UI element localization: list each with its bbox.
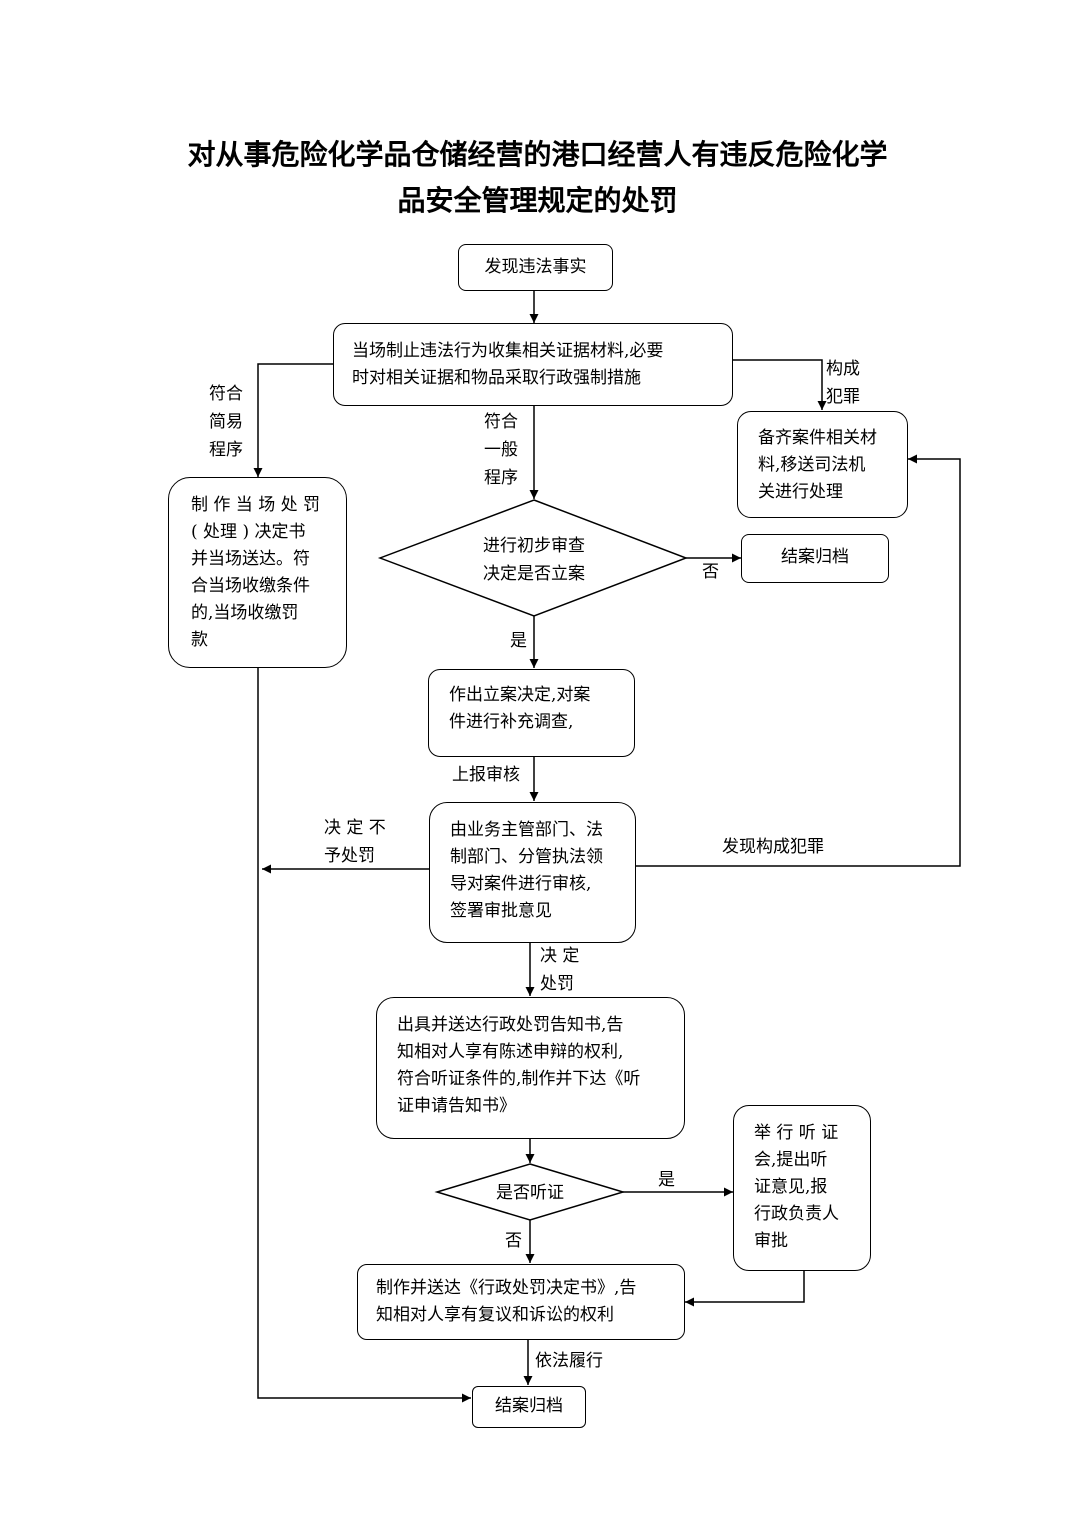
label-found-crime: 发现构成犯罪 (722, 837, 824, 857)
decision-hearing-text: 是否听证 (496, 1183, 564, 1203)
arrow-stop-to-onsite (253, 363, 333, 477)
page-title: 对从事危险化学品仓储经营的港口经营人有违反危险化学 品安全管理规定的处罚 (0, 132, 1075, 224)
arrow-stop-to-transfer (733, 359, 827, 410)
title-line-1: 对从事危险化学品仓储经营的港口经营人有违反危险化学 (187, 138, 888, 171)
node-transfer: 备齐案件相关材 料,移送司法机 关进行处理 (737, 411, 908, 518)
node-decision-doc: 制作并送达《行政处罚决定书》,告 知相对人享有复议和诉讼的权利 (357, 1264, 685, 1340)
title-line-2: 品安全管理规定的处罚 (397, 184, 678, 217)
decision-diamond-hearing (434, 1163, 626, 1221)
label-decide-penalty: 决 定 处罚 (540, 946, 580, 994)
label-crime: 构成 犯罪 (826, 359, 860, 407)
node-notice: 出具并送达行政处罚告知书,告 知相对人享有陈述申辩的权利, 符合听证条件的,制作… (376, 997, 685, 1139)
label-no-penalty: 决 定 不 予处罚 (324, 818, 386, 866)
label-no-1: 否 (702, 562, 719, 582)
node-stop-collect: 当场制止违法行为收集相关证据材料,必要 时对相关证据和物品采取行政强制措施 (333, 323, 733, 406)
node-discover: 发现违法事实 (458, 244, 613, 291)
label-simple: 符合 简易 程序 (209, 384, 243, 460)
label-report: 上报审核 (452, 765, 520, 785)
decision-diamond-prelim (377, 499, 689, 617)
label-yes-1: 是 (510, 631, 527, 651)
decision-prelim-text: 进行初步审查 决定是否立案 (483, 536, 585, 584)
node-hearing: 举 行 听 证 会,提出听 证意见,报 行政负责人 审批 (733, 1105, 871, 1271)
label-yes-2: 是 (658, 1170, 675, 1190)
node-close-case-1: 结案归档 (741, 534, 889, 583)
arrow-hearing-to-doc (685, 1271, 805, 1307)
label-enforce: 依法履行 (535, 1351, 603, 1371)
node-onsite-penalty: 制 作 当 场 处 罚 ( 处理 ) 决定书 并当场送达。符 合当场收缴条件 的… (168, 477, 347, 668)
arrow-onsite-to-close (257, 668, 471, 1403)
node-review: 由业务主管部门、法 制部门、分管执法领 导对案件进行审核, 签署审批意见 (429, 802, 636, 943)
label-general: 符合 一般 程序 (484, 412, 518, 488)
node-file-case: 作出立案决定,对案 件进行补充调查, (428, 669, 635, 757)
arrow-approval-to-transfer (636, 454, 961, 867)
label-no-2: 否 (505, 1231, 522, 1251)
node-close-case-2: 结案归档 (472, 1386, 586, 1428)
